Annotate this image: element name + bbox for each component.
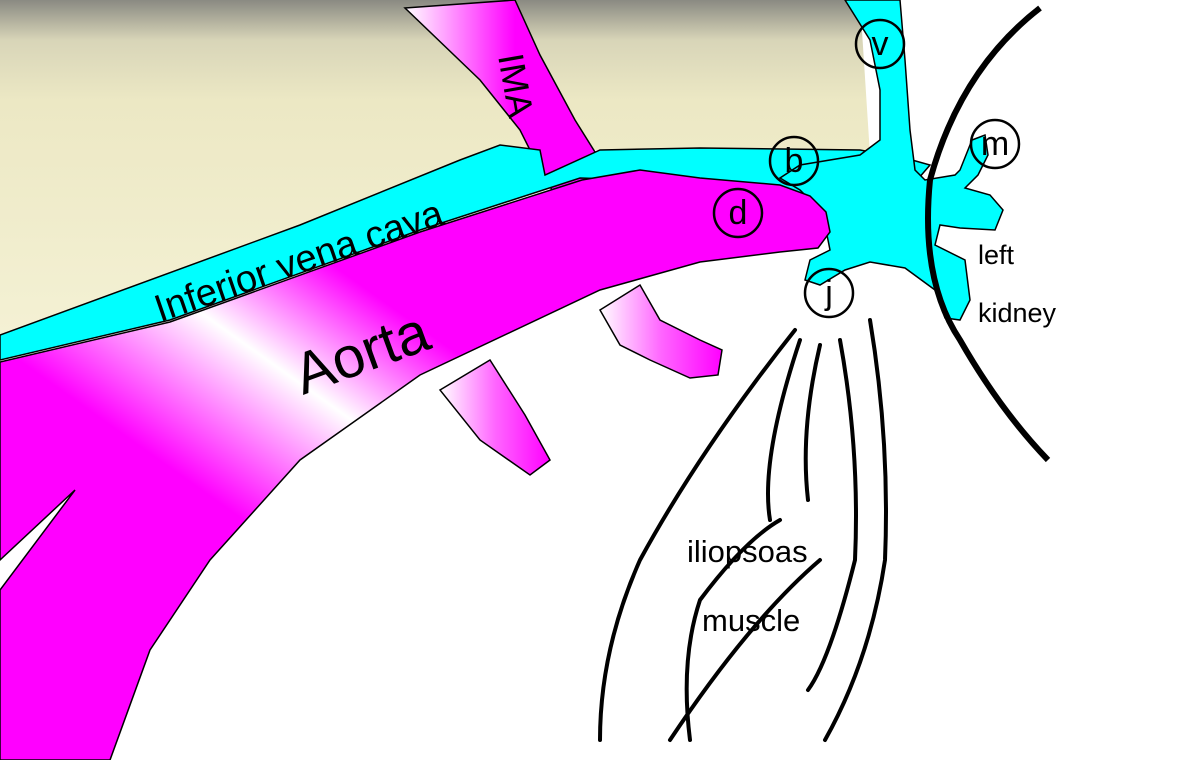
- aortic-branch-right: [598, 283, 723, 379]
- iliopsoas-label: iliopsoas: [687, 534, 808, 569]
- kidney-label: kidney: [978, 298, 1057, 328]
- marker-m-text: m: [981, 125, 1009, 163]
- aorta-vessel: [0, 169, 831, 760]
- iliopsoas-muscle-lines: [598, 318, 888, 742]
- marker-b-text: b: [785, 142, 804, 180]
- aortic-branch-lower: [438, 358, 551, 476]
- marker-d: d: [712, 187, 764, 239]
- kidney-outline: [925, 5, 1051, 463]
- muscle-label: muscle: [702, 603, 800, 638]
- marker-j-text: j: [824, 274, 833, 312]
- marker-j: j: [803, 267, 855, 319]
- marker-b: b: [768, 135, 820, 187]
- marker-v: v: [854, 18, 906, 70]
- marker-d-text: d: [729, 194, 748, 232]
- left-label: left: [978, 240, 1015, 270]
- marker-v-text: v: [872, 25, 889, 63]
- marker-m: m: [969, 118, 1021, 170]
- colon-region: [0, 0, 870, 335]
